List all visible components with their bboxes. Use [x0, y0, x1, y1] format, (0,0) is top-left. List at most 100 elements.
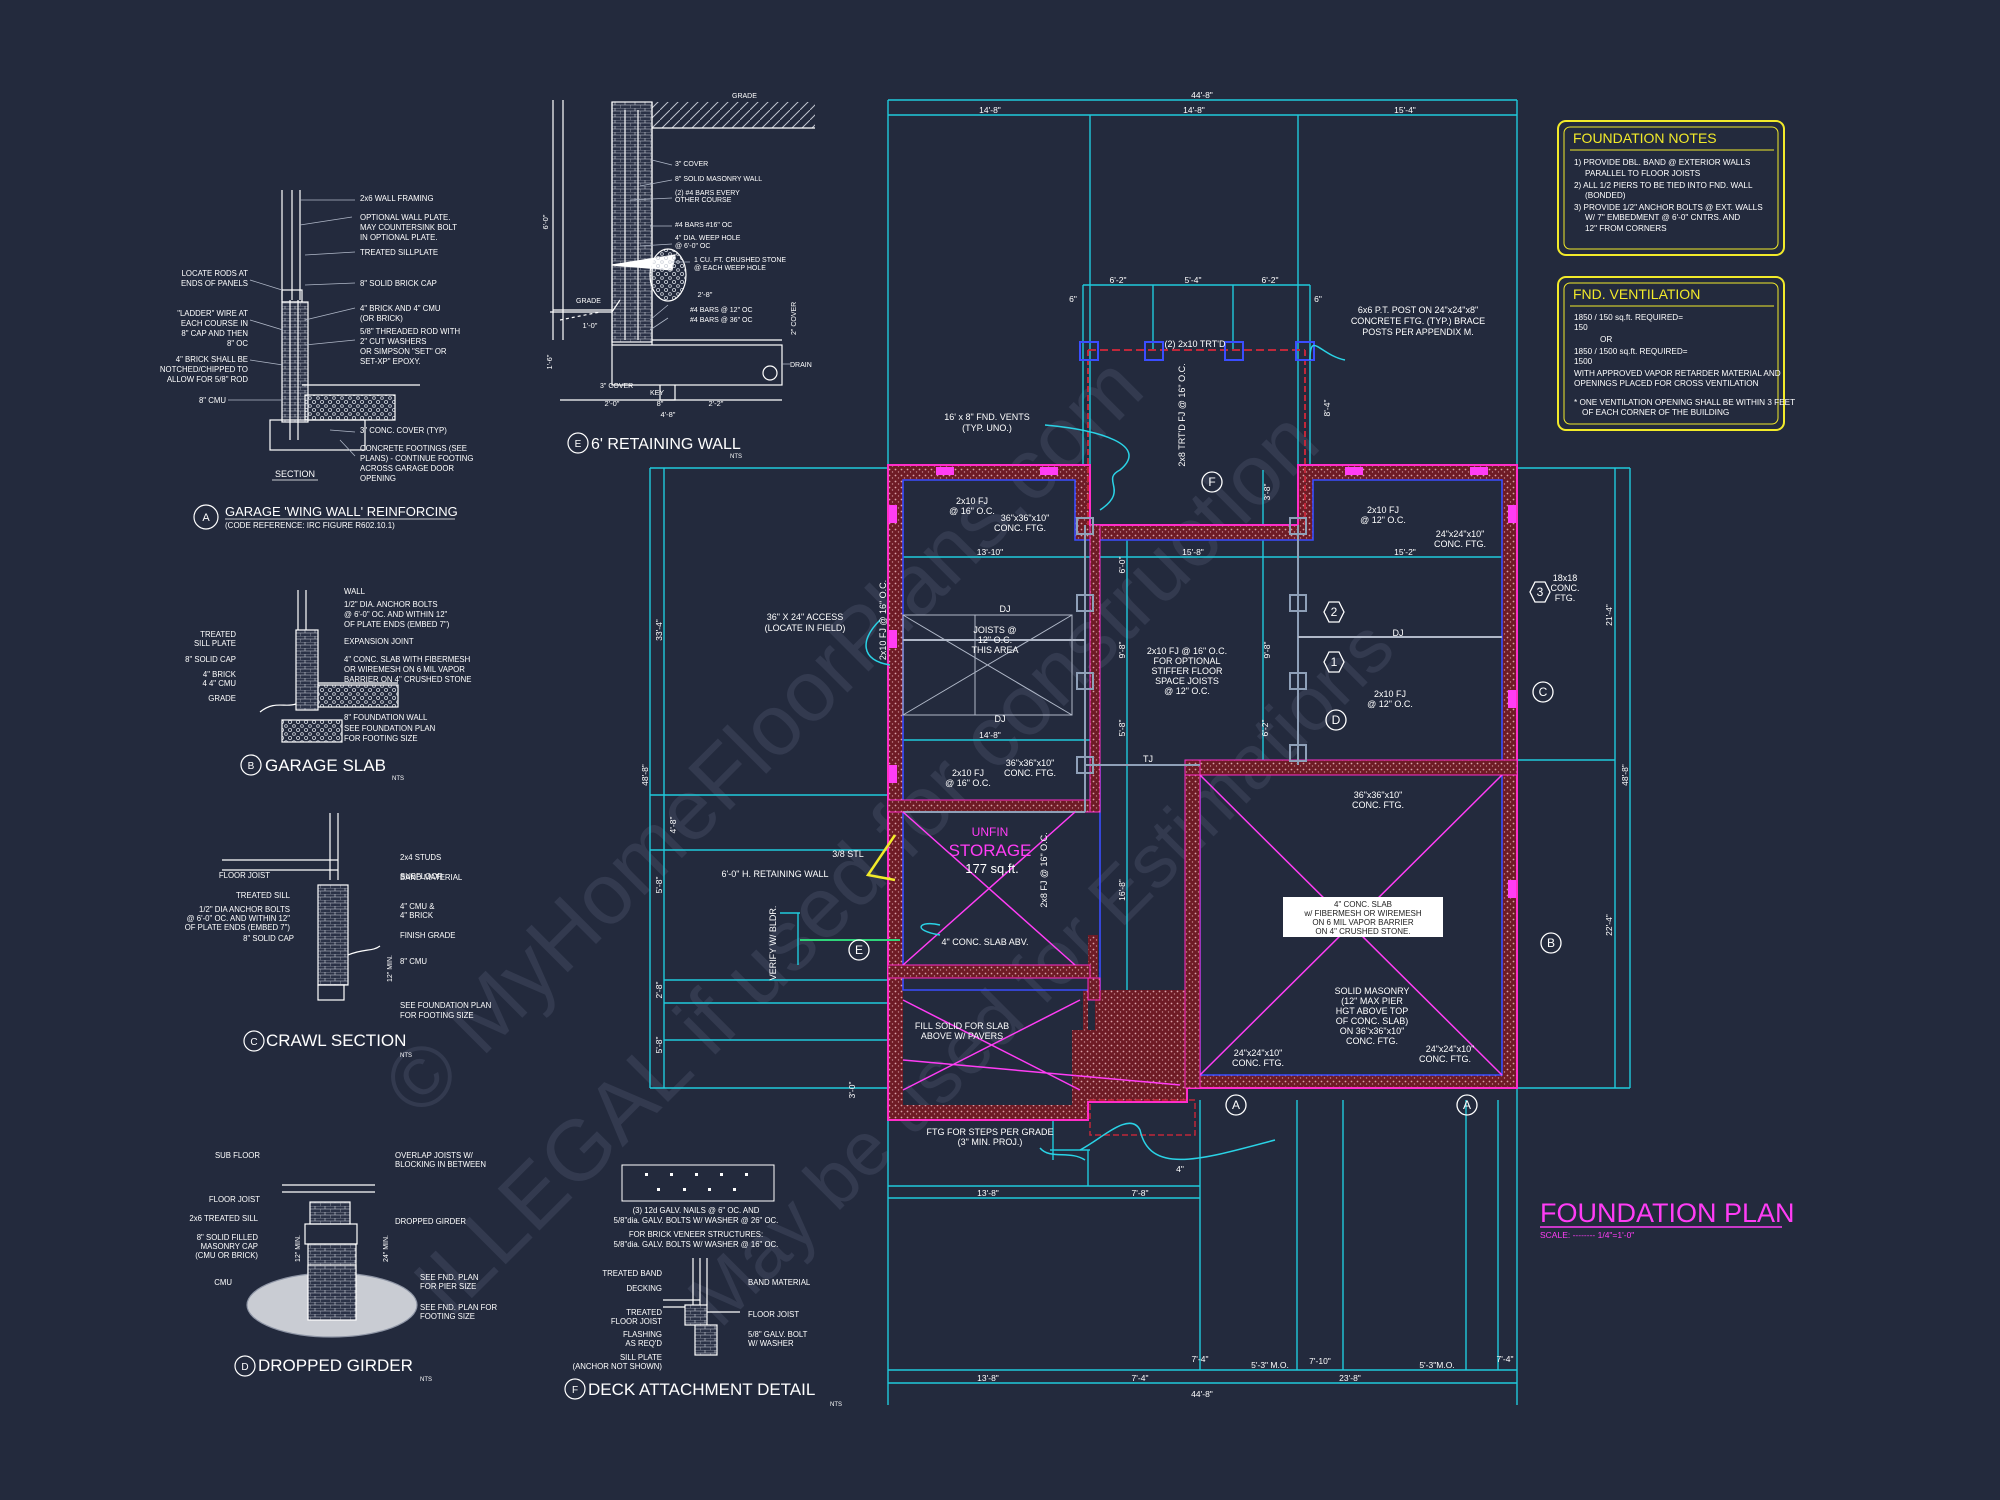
plan-labels: 16' x 8" FND. VENTS (TYP. UNO.) 36" X 24… [722, 305, 1580, 1147]
e-label-1: 3" COVER [675, 161, 708, 168]
marker-a-2: A [1463, 1098, 1471, 1112]
a-right-13: CONCRETE FOOTINGS (SEE [360, 444, 467, 453]
marker-c: C [1539, 685, 1548, 699]
e-label-7: @ 6'-0" OC [675, 243, 710, 250]
c-right-4: 4" BRICK [400, 911, 434, 920]
label-ftg2-a: 24"x24"x10" [1436, 529, 1485, 539]
a-right-0: 2x6 WALL FRAMING [360, 194, 434, 203]
a-marker: A [202, 512, 210, 524]
joist-area [902, 614, 1073, 716]
foundation-vents [889, 467, 1516, 898]
e-label-12: DRAIN [790, 362, 812, 369]
dim-bot-right: 23'-8" [1339, 1373, 1361, 1383]
e-marker: E [575, 439, 582, 450]
ret-wall-yellow [865, 834, 897, 882]
e-dim-2: 1'-6" [545, 354, 554, 369]
vent-line-8: * ONE VENTILATION OPENING SHALL BE WITHI… [1574, 398, 1795, 407]
e-label-16: 2" COVER [791, 302, 798, 335]
dim-bot-a: 7'-4" [1192, 1354, 1209, 1364]
dim-vert-b: 3'-8" [1262, 484, 1272, 501]
a-right-4: TREATED SILLPLATE [360, 248, 438, 257]
d-left-0: SUB FLOOR [215, 1151, 260, 1160]
b-right-2: @ 6'-0" OC. AND WITHIN 12" [344, 610, 448, 619]
dim-bot-mo2: 5'-3"M.O. [1419, 1360, 1454, 1370]
label-ftg7-b: CONC. [1551, 583, 1580, 593]
label-ftg3-b: CONC. FTG. [1004, 768, 1056, 778]
label-storage-fj: 2x8 FJ @ 16" O.C. [1039, 832, 1049, 907]
label-steps-1: FTG FOR STEPS PER GRADE [926, 1127, 1053, 1137]
d-nts: NTS [420, 1377, 432, 1383]
notes-line-1: 1) PROVIDE DBL. BAND @ EXTERIOR WALLS [1574, 158, 1751, 167]
dim-left-f: 5'-8" [654, 1037, 664, 1054]
vertical-dimension-texts: 33'-4" 48'-8" 4'-8" 5'-8" 2'-8" 5'-8" 3'… [640, 400, 1630, 1099]
label-stiff-1: 2x10 FJ @ 16" O.C. [1147, 646, 1227, 656]
b-right-9: SEE FOUNDATION PLAN [344, 724, 435, 733]
dim-bot-c: 7'-4" [1497, 1354, 1514, 1364]
storage-label: UNFIN STORAGE 177 sq.ft. [949, 825, 1032, 876]
e-label-2: 8" SOLID MASONRY WALL [675, 176, 762, 183]
porch-posts [1079, 341, 1315, 361]
label-trtd: (2) 2x10 TRT'D [1165, 339, 1226, 349]
e-label-13: GRADE [576, 298, 601, 305]
d-right-4: FOR PIER SIZE [420, 1282, 476, 1291]
section-markers [848, 471, 1562, 1116]
label-tj: TJ [1143, 754, 1153, 764]
dim-lower-b: 7'-8" [1132, 1188, 1149, 1198]
plan-title: FOUNDATION PLAN [1540, 1198, 1795, 1228]
a-right-15: ACROSS GARAGE DOOR [360, 464, 454, 473]
dim-top-seg3: 15'-4" [1394, 105, 1416, 115]
e-nts: NTS [730, 454, 742, 460]
garage-slab-4: ON 4" CRUSHED STONE. [1315, 927, 1410, 936]
label-post-1: 6x6 P.T. POST ON 24"x24"x8" [1358, 305, 1478, 315]
label-masonry-1: SOLID MASONRY [1335, 986, 1410, 996]
c-left-4: OF PLATE ENDS (EMBED 7") [185, 923, 291, 932]
dim-left-d: 5'-8" [654, 877, 664, 894]
dim-vert-h: 16'-8" [1117, 879, 1127, 901]
fnd-ventilation: FND. VENTILATION 1850 / 150 sq.ft. REQUI… [1557, 276, 1795, 431]
b-right-1: 1/2" DIA. ANCHOR BOLTS [344, 600, 438, 609]
dim-bot-mid: 7'-4" [1132, 1373, 1149, 1383]
e-dim-3: 2'-8" [698, 290, 713, 299]
label-fj1-a: 2x10 FJ [956, 496, 988, 506]
a-right-9: 2" CUT WASHERS [360, 337, 426, 346]
detail-b: WALL 1/2" DIA. ANCHOR BOLTS @ 6'-0" OC. … [185, 587, 471, 782]
marker-3: 3 [1537, 585, 1544, 599]
label-ftg4-b: CONC. FTG. [1352, 800, 1404, 810]
d-left-3: 8" SOLID FILLED [197, 1233, 259, 1242]
label-access-sub: (LOCATE IN FIELD) [765, 623, 846, 633]
vent-line-9: OF EACH CORNER OF THE BUILDING [1582, 408, 1729, 417]
label-joists-1: JOISTS @ [973, 625, 1016, 635]
f-nts: NTS [830, 1402, 842, 1408]
dim-left-c: 4'-8" [668, 817, 678, 834]
e-dim-4: 2'-0" [605, 399, 620, 408]
e-dim-0: 6'-0" [541, 214, 550, 229]
label-fill-1: FILL SOLID FOR SLAB [915, 1021, 1009, 1031]
leader-lines [865, 344, 1346, 1161]
label-fj1-b: @ 16" O.C. [949, 506, 995, 516]
dim-vert-f: 6'-2" [1260, 720, 1270, 737]
label-masonry-6: CONC. FTG. [1346, 1036, 1398, 1046]
marker-2: 2 [1331, 605, 1338, 619]
label-stiff-4: SPACE JOISTS [1155, 676, 1219, 686]
b-left-2: 8" SOLID CAP [185, 655, 236, 664]
f-right-2: 5/8" GALV. BOLT [748, 1330, 808, 1339]
b-left-0: TREATED [200, 630, 236, 639]
label-masonry-3: HGT ABOVE TOP [1336, 1006, 1409, 1016]
marker-f: F [1208, 475, 1215, 489]
f-right-0: BAND MATERIAL [748, 1278, 811, 1287]
f-left-0: TREATED BAND [602, 1269, 662, 1278]
d-right-2: DROPPED GIRDER [395, 1217, 466, 1226]
label-ftg6-b: CONC. FTG. [1419, 1054, 1471, 1064]
label-ftg7-c: FTG. [1555, 593, 1576, 603]
label-vents: 16' x 8" FND. VENTS [944, 412, 1029, 422]
c-left-5: 8" SOLID CAP [243, 934, 294, 943]
d-right-3: SEE FND. PLAN [420, 1273, 479, 1282]
label-fj3-a: 2x10 FJ [1374, 689, 1406, 699]
d-title: DROPPED GIRDER [258, 1356, 413, 1375]
d-left-4: MASONRY CAP [201, 1242, 258, 1251]
dim-porch-right: 6" [1314, 294, 1322, 304]
vent-line-3: OR [1600, 335, 1612, 344]
a-left-2: "LADDER" WIRE AT [177, 309, 248, 318]
dim-vert-d: 9'-8" [1262, 642, 1272, 659]
a-left-8: ALLOW FOR 5/8" ROD [167, 375, 249, 384]
